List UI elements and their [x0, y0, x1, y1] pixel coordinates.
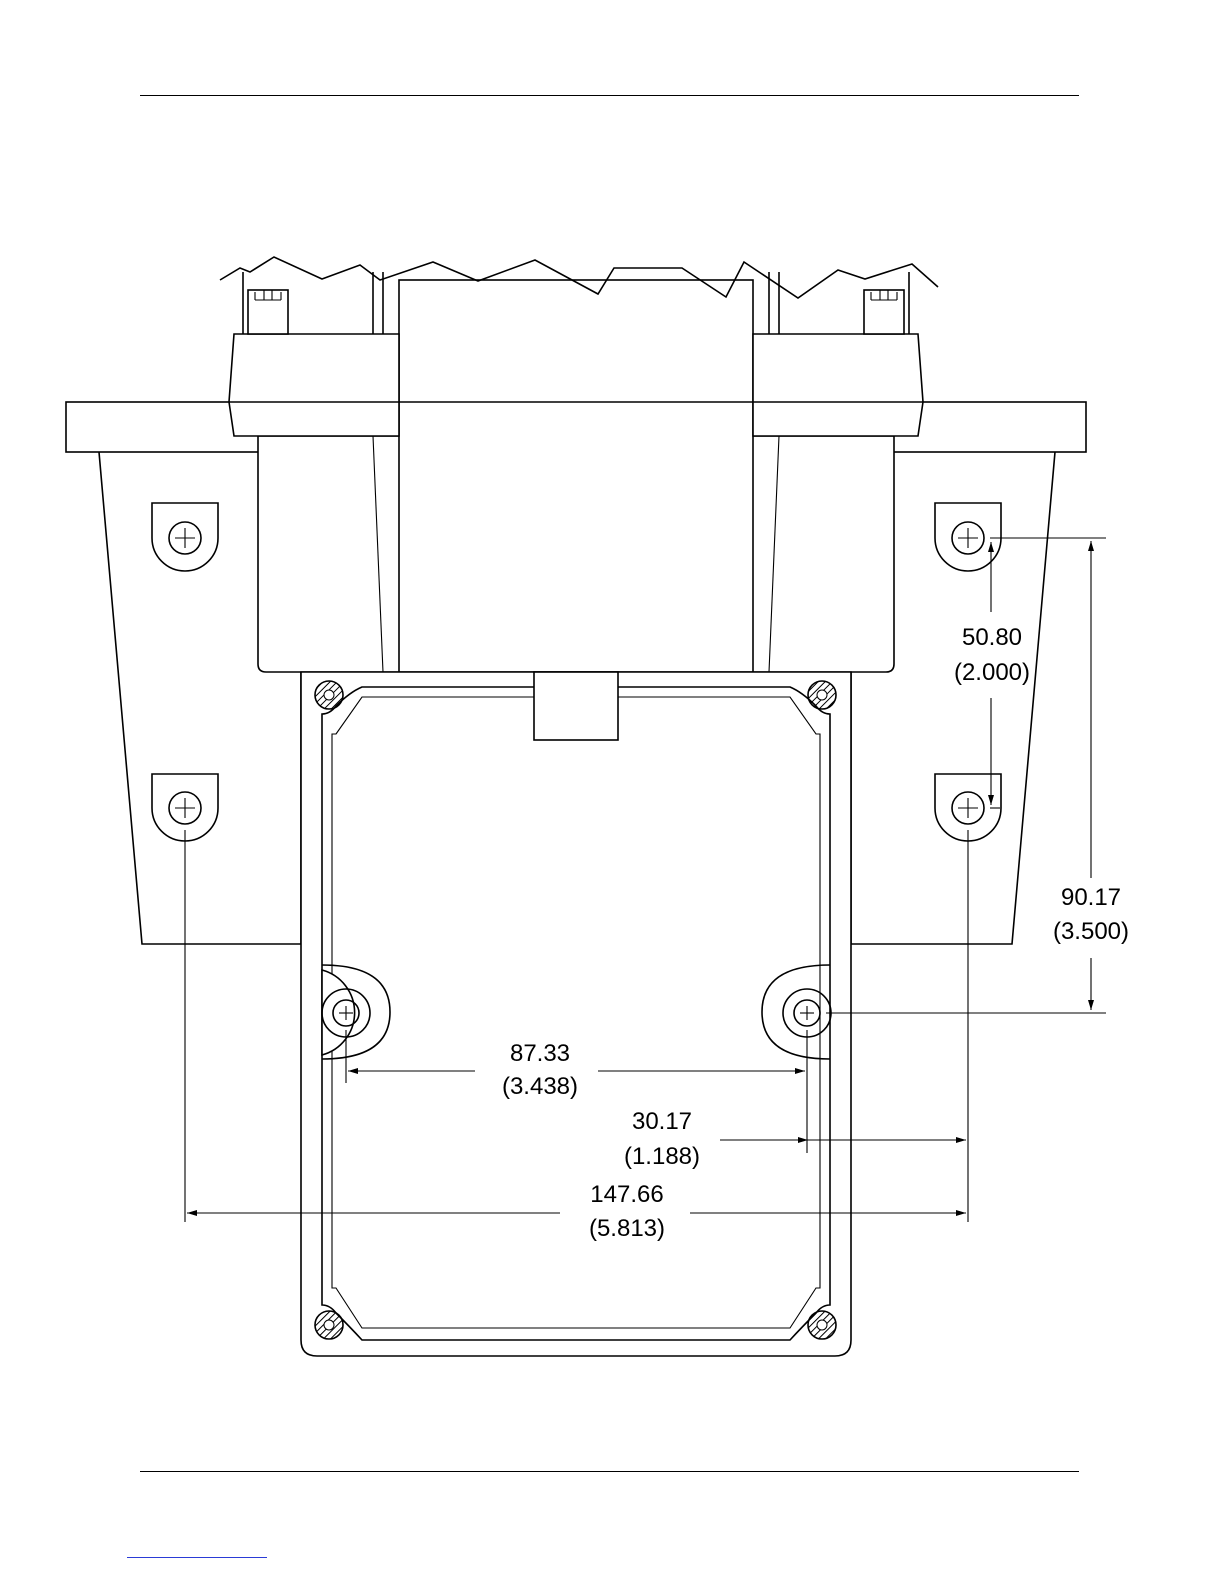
dimension-147-66-value: 147.66	[590, 1181, 663, 1208]
dimension-30-17-alt: (1.188)	[624, 1143, 700, 1170]
dimension-50-80: 50.80 (2.000)	[954, 624, 1030, 686]
dimension-147-66-alt: (5.813)	[589, 1215, 665, 1242]
dimension-90-17-value: 90.17	[1061, 884, 1121, 911]
dimension-90-17-alt: (3.500)	[1053, 918, 1129, 945]
dimension-30-17-value: 30.17	[632, 1108, 692, 1135]
dimension-50-80-value: 50.80	[962, 624, 1022, 651]
dimension-87-33-value: 87.33	[510, 1040, 570, 1067]
dimension-50-80-alt: (2.000)	[954, 659, 1030, 686]
enclosure-base	[301, 672, 851, 1356]
dimension-87-33-alt: (3.438)	[502, 1073, 578, 1100]
dimension-90-17: 90.17 (3.500)	[1053, 884, 1129, 945]
upper-housing	[220, 257, 938, 672]
